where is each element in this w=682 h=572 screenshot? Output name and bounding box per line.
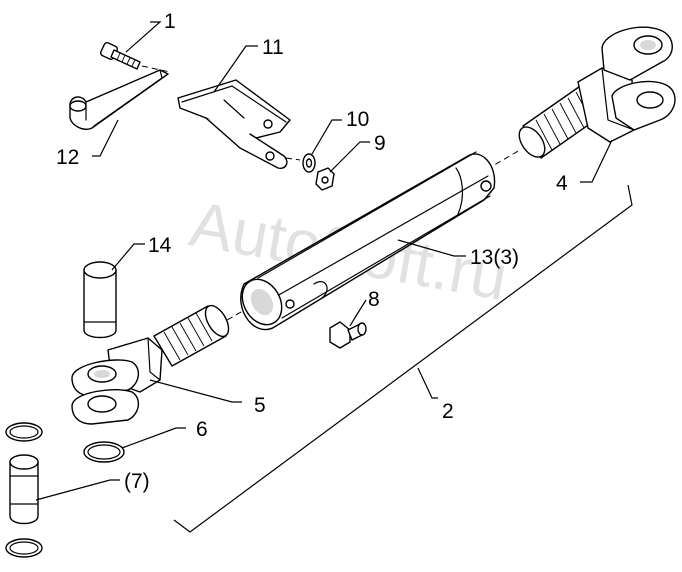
lock-washer xyxy=(285,153,316,173)
grease-fitting xyxy=(329,321,367,349)
pin-kit xyxy=(5,422,43,558)
tube-sleeve xyxy=(240,151,496,331)
callout-9: 9 xyxy=(374,132,386,155)
leader-8 xyxy=(349,299,367,327)
leader-12 xyxy=(92,119,119,157)
callout-6: 6 xyxy=(196,418,208,441)
callout-12: 12 xyxy=(56,146,79,169)
o-ring-6 xyxy=(83,441,125,463)
leader-7 xyxy=(35,479,120,501)
spring-clip xyxy=(177,79,291,170)
callout-8: 8 xyxy=(368,288,380,311)
clevis-pin-upper xyxy=(83,261,117,339)
leader-13 xyxy=(397,239,466,257)
nut xyxy=(315,167,335,191)
lever xyxy=(69,69,169,130)
callout-1: 1 xyxy=(164,10,176,33)
clevis-right xyxy=(518,26,676,159)
leader-6 xyxy=(121,427,186,449)
leader-11 xyxy=(213,45,258,93)
callout-13: 13(3) xyxy=(470,246,519,269)
callout-11: 11 xyxy=(262,36,284,59)
callout-5: 5 xyxy=(254,394,266,417)
leader-4 xyxy=(580,139,613,183)
callout-7: (7) xyxy=(124,470,150,493)
bolt xyxy=(99,41,171,73)
leader-9 xyxy=(329,141,370,173)
group-bracket xyxy=(173,184,633,533)
leader-10 xyxy=(311,119,342,155)
leader-14 xyxy=(111,243,145,271)
clevis-left xyxy=(71,304,230,425)
callout-4: 4 xyxy=(556,172,568,195)
callout-10: 10 xyxy=(346,108,369,131)
leader-5 xyxy=(149,379,242,403)
callout-2: 2 xyxy=(442,400,454,423)
callout-14: 14 xyxy=(148,234,172,257)
leader-2 xyxy=(417,367,438,399)
leader-1 xyxy=(125,21,162,53)
